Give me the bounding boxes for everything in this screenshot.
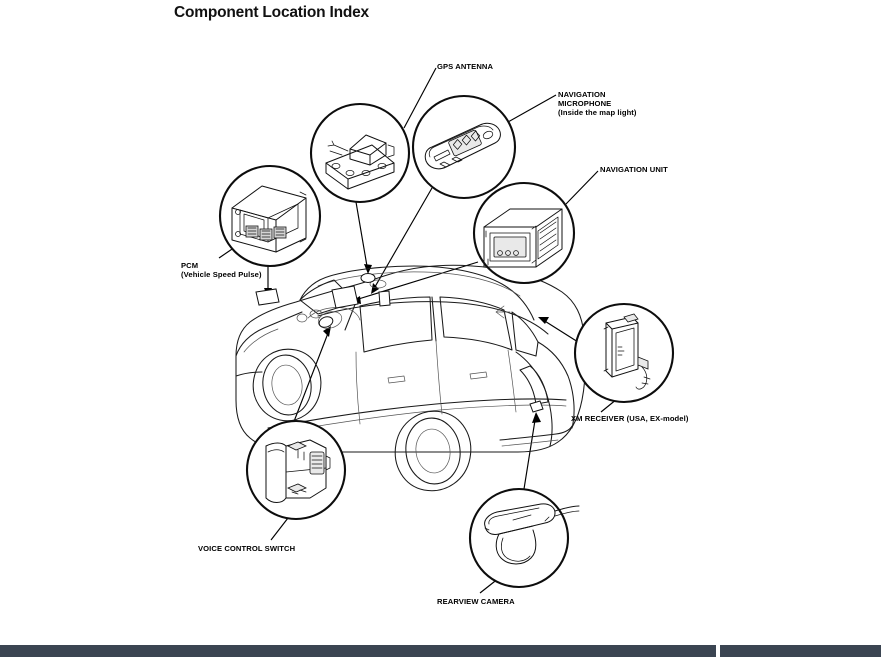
microphone-location-box [331,285,359,309]
label-xm-receiver: XM RECEIVER (USA, EX-model) [571,414,689,423]
callout-rearview-camera [468,487,580,589]
callout-navigation-microphone [411,94,517,200]
callout-xm-receiver [573,302,675,404]
page-title: Component Location Index [174,4,369,21]
callout-navigation-unit [472,181,576,285]
footer-bar-gap [716,645,720,657]
callout-pcm [218,164,322,268]
pcm-location-box [255,288,280,306]
callout-voice-control-switch [245,419,347,521]
label-rearview-camera: REARVIEW CAMERA [437,597,515,606]
vehicle-illustration [235,264,586,492]
gps-location-spot [360,273,376,283]
callout-gps-antenna [309,102,411,204]
label-navigation-unit: NAVIGATION UNIT [600,165,668,174]
label-voice-control-switch: VOICE CONTROL SWITCH [198,544,296,553]
footer-bar [0,645,881,657]
label-gps-antenna: GPS ANTENNA [437,62,494,71]
label-navigation-microphone: NAVIGATION MICROPHONE (Inside the map li… [558,90,637,118]
label-pcm: PCM (Vehicle Speed Pulse) [181,261,262,280]
xm-location-box [378,290,391,307]
voice-switch-location-spot [318,316,334,328]
